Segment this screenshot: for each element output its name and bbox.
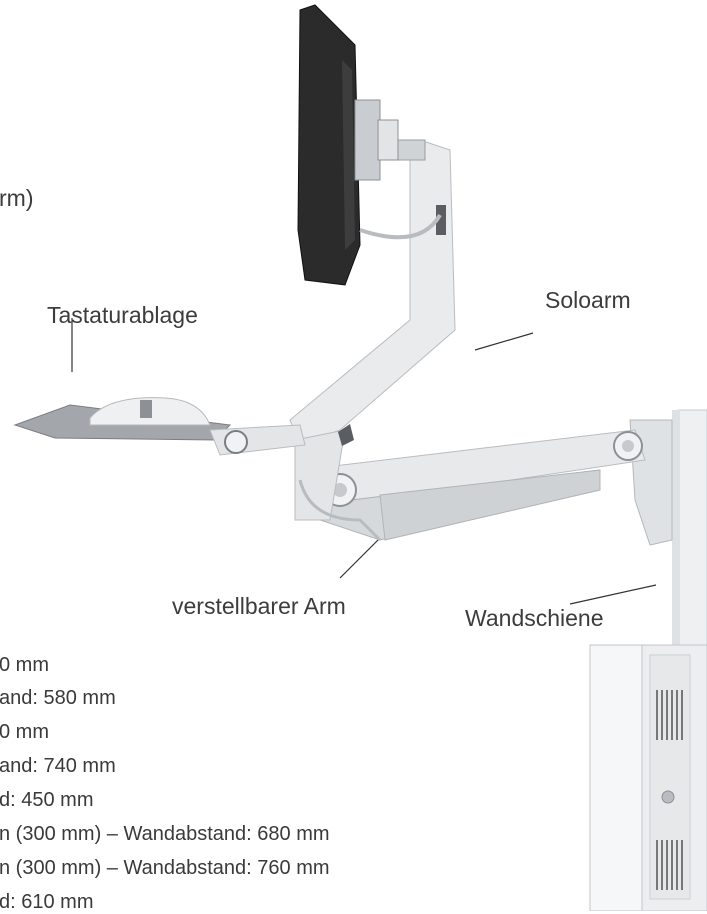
wall-rail-leader-line: [569, 584, 657, 605]
adjustable-arm-graphic: [299, 429, 646, 541]
wall-rail-label: Wandschiene: [465, 605, 604, 631]
wall-cabinet-graphic: [589, 644, 707, 911]
spec-line: n (300 mm) – Wandabstand: 760 mm: [0, 857, 330, 879]
solo-arm-leader-line: [474, 332, 534, 351]
leader-lines: [71, 318, 657, 605]
keyboard-tray-graphic: [13, 397, 382, 542]
monitor-graphic: [297, 4, 442, 286]
spec-line: and: 740 mm: [0, 755, 116, 777]
solo-arm-label: Soloarm: [545, 287, 631, 313]
spec-line: d: 610 mm: [0, 891, 94, 913]
spec-line: 0 mm: [0, 721, 49, 743]
adjustable-arm-leader-line: [339, 539, 379, 579]
keyboard-tray-label: Tastaturablage: [47, 302, 198, 328]
spec-line: 0 mm: [0, 654, 49, 676]
spec-line: d: 450 mm: [0, 789, 94, 811]
adjustable-arm-label: verstellbarer Arm: [172, 593, 346, 619]
spec-line: and: 580 mm: [0, 687, 116, 709]
spec-line: n (300 mm) – Wandabstand: 680 mm: [0, 823, 330, 845]
partial-top-label: rm): [0, 185, 34, 211]
